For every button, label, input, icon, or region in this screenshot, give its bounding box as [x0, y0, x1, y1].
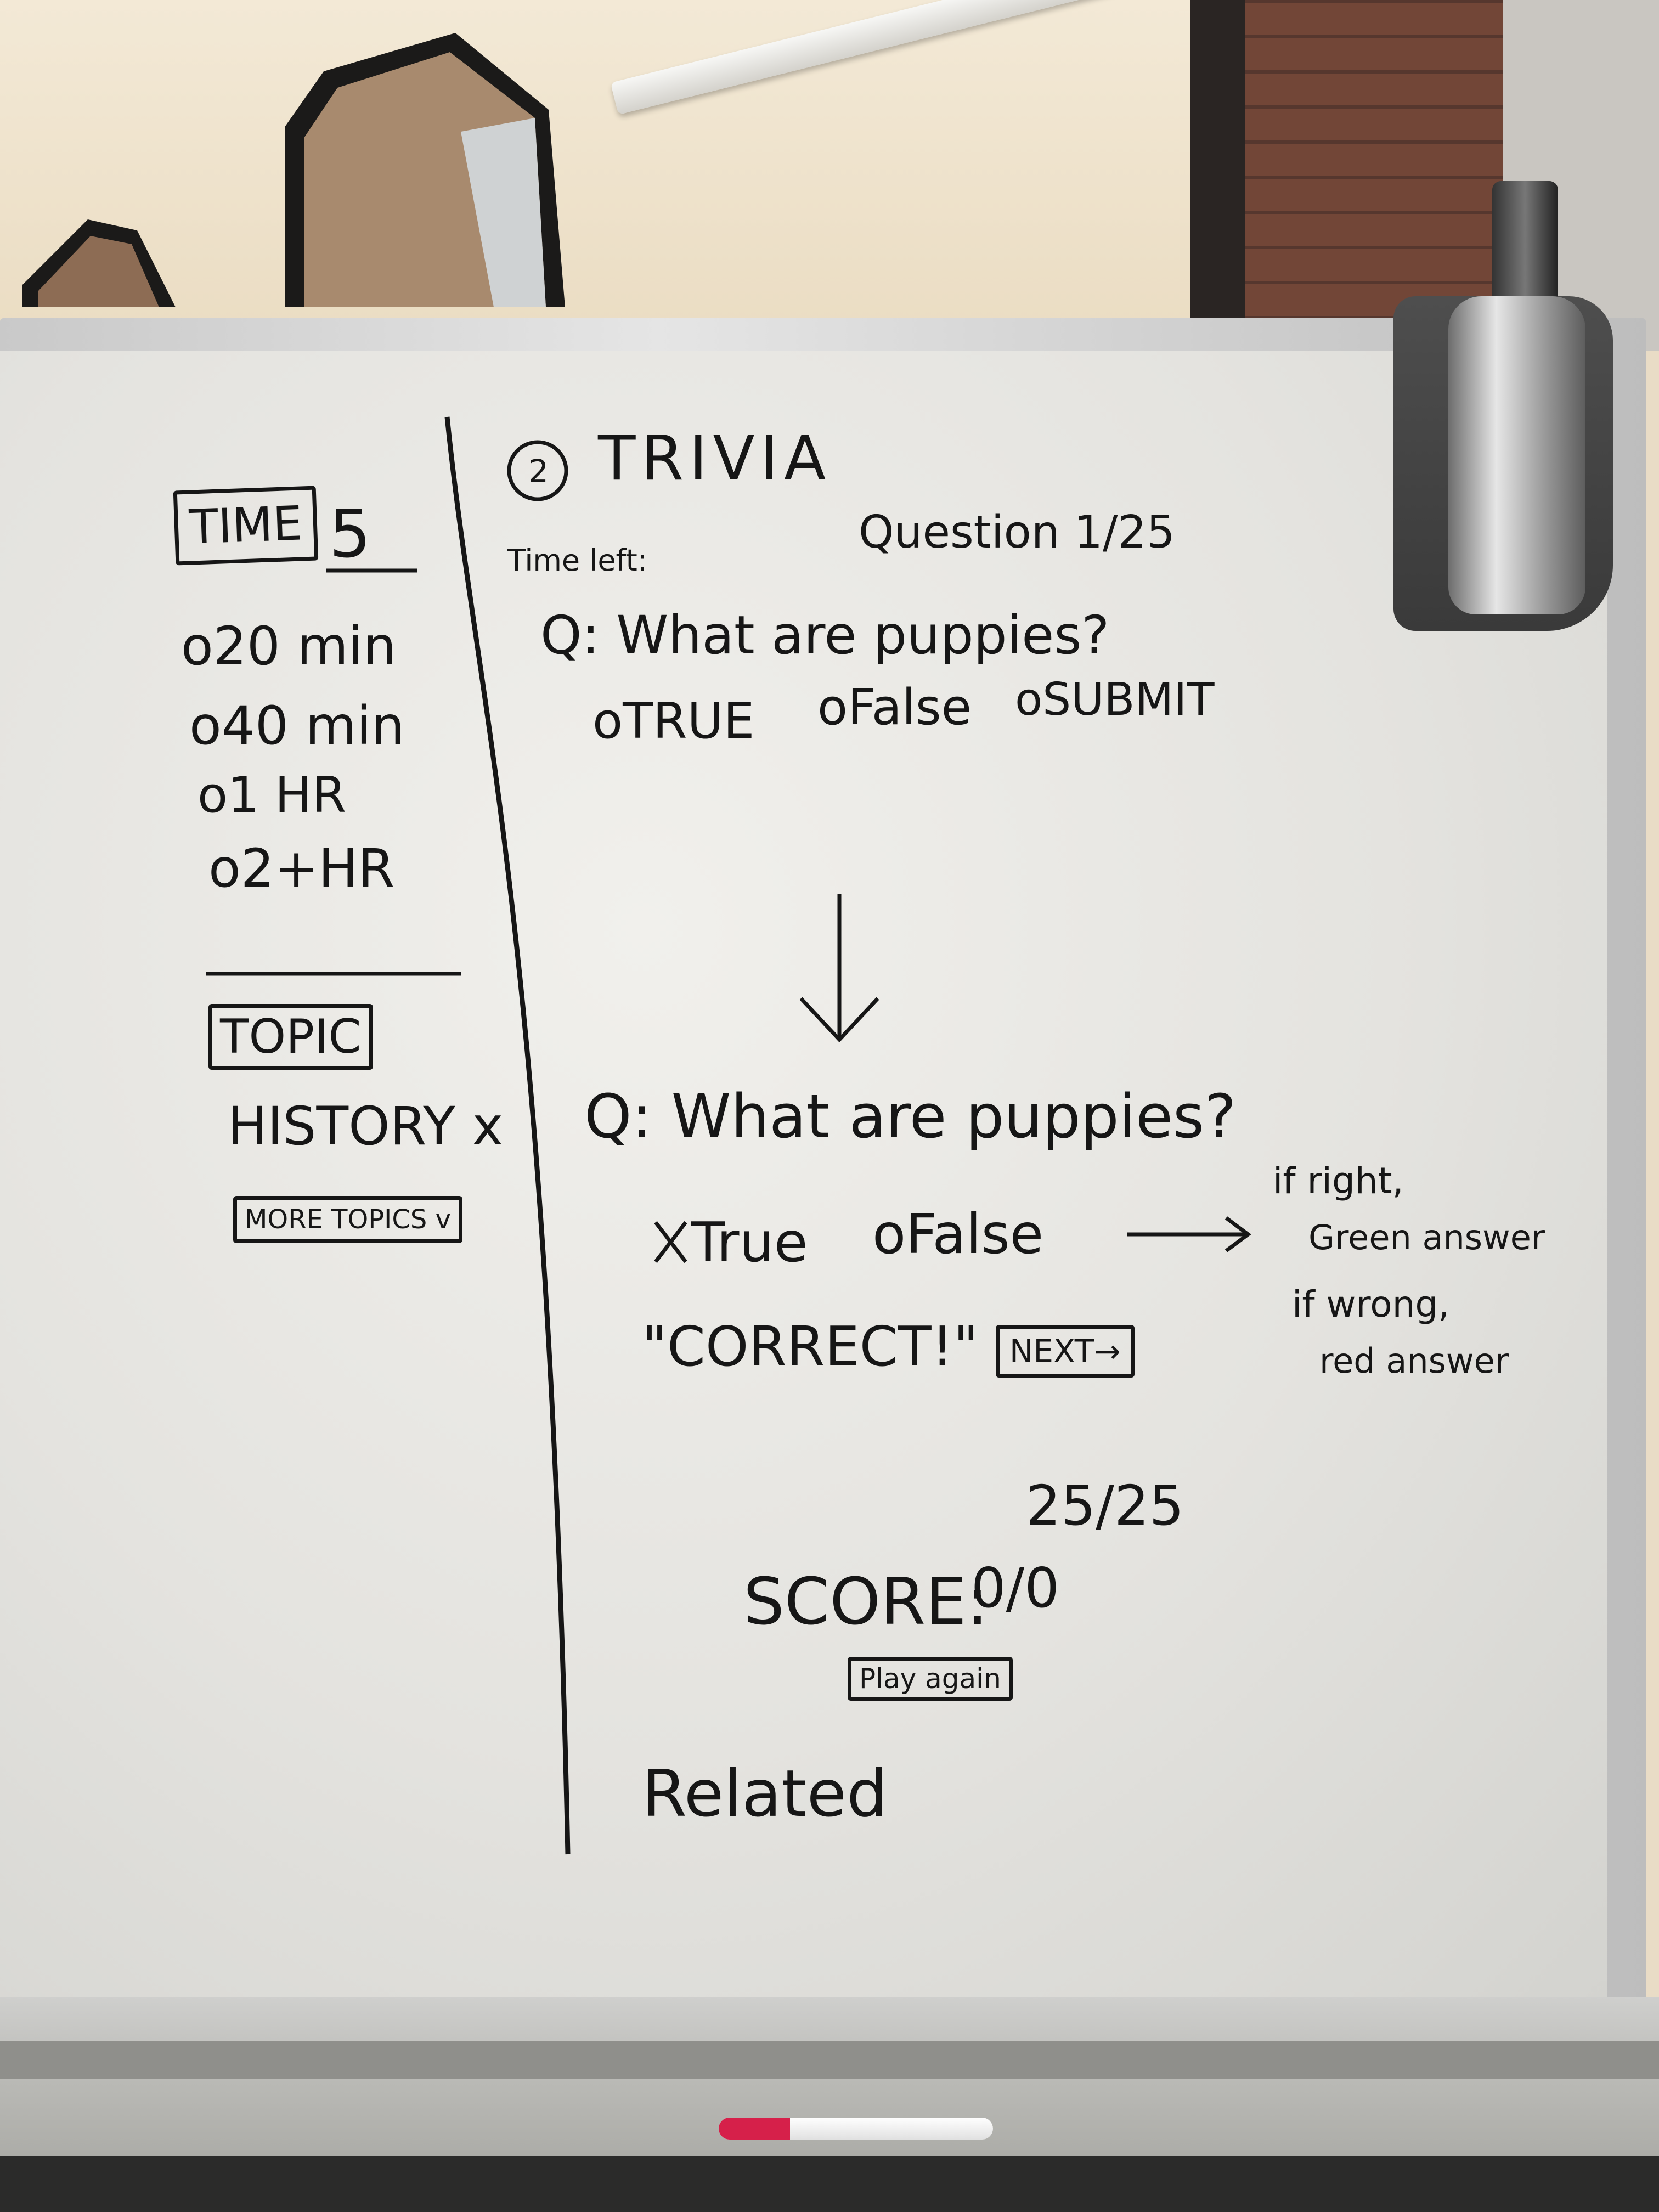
note-right-detail: Green answer	[1308, 1217, 1545, 1257]
feedback-option-false[interactable]: oFalse	[872, 1202, 1044, 1266]
marker-cap	[719, 2118, 790, 2140]
time-option-20[interactable]: o20 min	[181, 616, 397, 677]
floor	[0, 2156, 1659, 2212]
step-number: 2	[528, 453, 549, 490]
next-button[interactable]: NEXT→	[996, 1325, 1135, 1378]
time-option-40[interactable]: o40 min	[189, 695, 405, 757]
time-value: 5	[329, 496, 371, 573]
feedback-message: "CORRECT!"	[642, 1314, 979, 1379]
note-wrong-detail: red answer	[1319, 1341, 1509, 1381]
option-true[interactable]: oTRUE	[592, 692, 755, 750]
water-bottle	[1448, 296, 1585, 614]
bottle-cap	[1492, 181, 1558, 307]
question-counter: Question 1/25	[859, 506, 1175, 558]
whiteboard	[0, 351, 1607, 1997]
play-again-button[interactable]: Play again	[848, 1657, 1013, 1701]
feedback-question-text: Q: What are puppies?	[584, 1081, 1237, 1152]
submit-button[interactable]: oSUBMIT	[1015, 674, 1215, 726]
octagon-windows	[22, 33, 565, 307]
question-text: Q: What are puppies?	[540, 605, 1110, 666]
feedback-option-true[interactable]: True	[691, 1210, 808, 1274]
tray-lip	[0, 2041, 1659, 2079]
trivia-title: TRIVIA	[598, 423, 832, 494]
more-topics-button[interactable]: MORE TOPICS v	[233, 1196, 462, 1243]
score-total: 25/25	[1026, 1474, 1184, 1538]
option-false[interactable]: oFalse	[817, 679, 972, 736]
related-heading: Related	[642, 1756, 888, 1831]
topic-label: TOPIC	[208, 1004, 373, 1070]
time-left-label: Time left:	[507, 543, 647, 578]
time-label: TIME	[173, 486, 319, 566]
note-right: if right,	[1273, 1160, 1404, 1202]
note-wrong: if wrong,	[1292, 1283, 1450, 1325]
score-value: 0/0	[971, 1556, 1059, 1620]
topic-selected[interactable]: HISTORY x	[228, 1096, 504, 1157]
time-option-2hr[interactable]: o2+HR	[208, 838, 395, 899]
time-option-1hr[interactable]: o1 HR	[198, 766, 347, 824]
score-label: SCORE:	[743, 1564, 989, 1639]
